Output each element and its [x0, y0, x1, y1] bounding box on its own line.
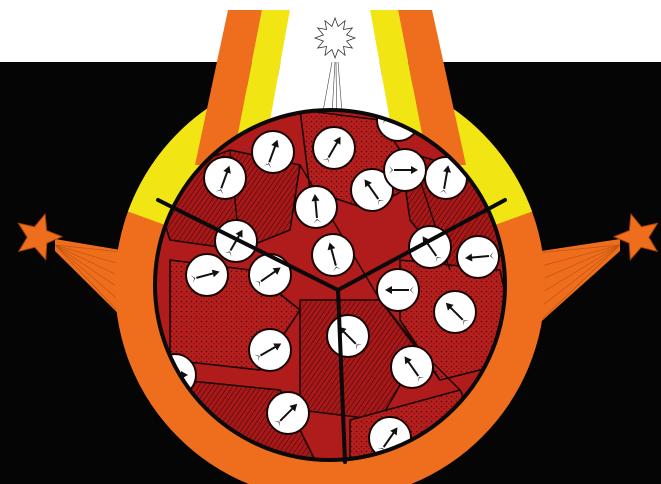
cell: [457, 236, 499, 278]
cell: [384, 149, 426, 191]
cell: [186, 254, 228, 296]
cell: [204, 157, 246, 199]
cell: [249, 329, 291, 371]
cell: [249, 254, 291, 296]
cell: [327, 315, 369, 357]
cell: [434, 291, 476, 333]
cell: [313, 127, 355, 169]
cell: [391, 346, 433, 388]
cell: [312, 234, 354, 276]
cell: [267, 392, 309, 434]
cell: [377, 269, 419, 311]
cell: [295, 186, 337, 228]
cell: [252, 131, 294, 173]
